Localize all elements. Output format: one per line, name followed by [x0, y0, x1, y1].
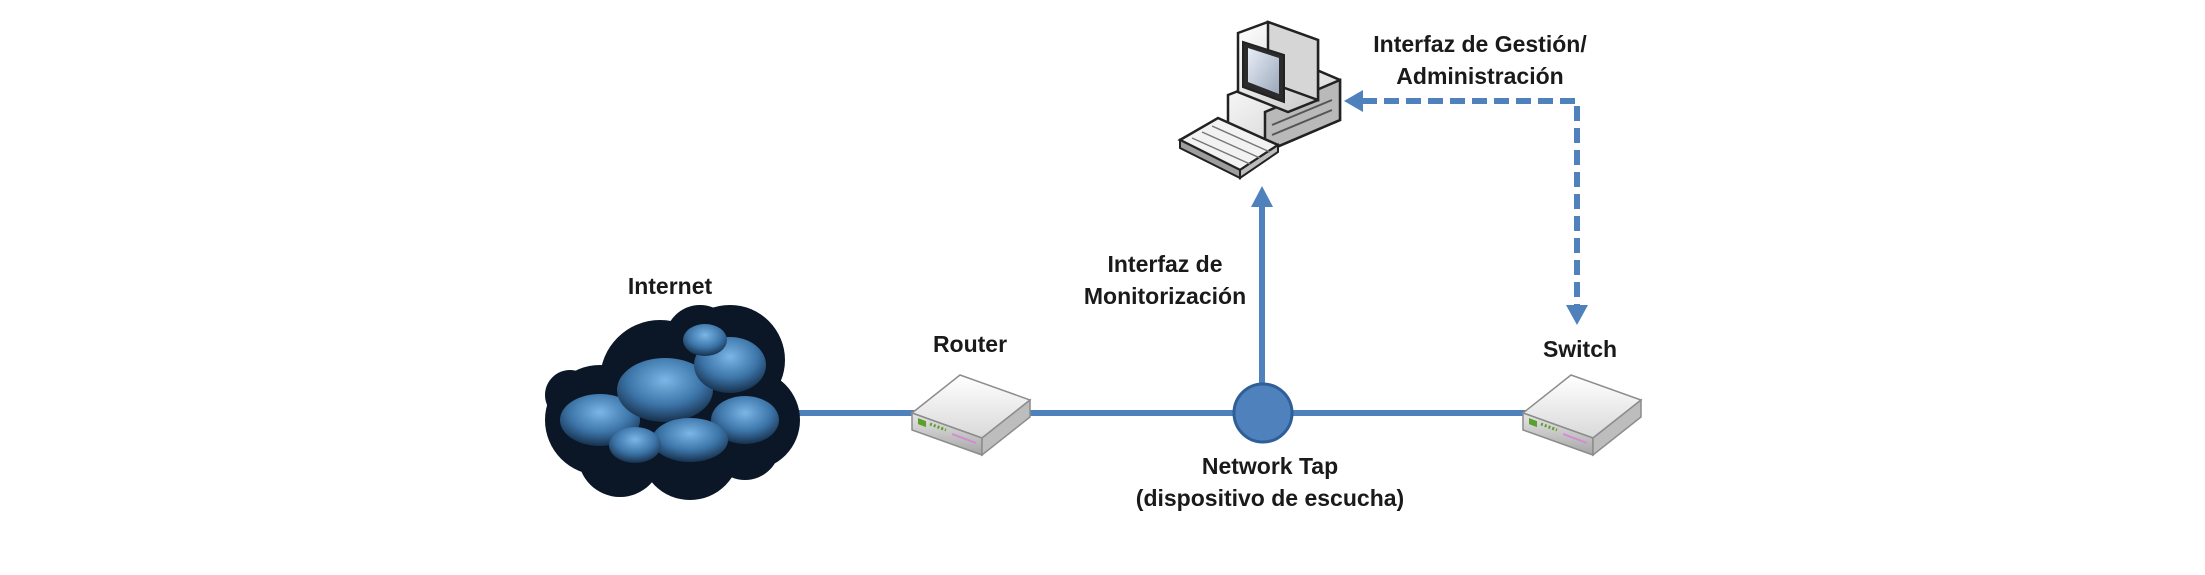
tap-label-line2: (dispositivo de escucha) — [1135, 485, 1405, 511]
link-management-interface — [1362, 98, 1580, 305]
monitor-interface-line2: Monitorización — [1083, 283, 1247, 309]
management-interface-line1: Interfaz de Gestión/ — [1373, 31, 1587, 57]
router-label: Router — [880, 328, 1060, 360]
switch-label: Switch — [1490, 333, 1670, 365]
switch-label-text: Switch — [1542, 336, 1618, 362]
monitor-arrowhead — [1251, 186, 1273, 207]
internet-label: Internet — [560, 270, 780, 302]
router-icon — [910, 374, 1032, 457]
links — [795, 90, 1588, 416]
computer-icon — [1177, 20, 1342, 180]
tap-label: Network Tap (dispositivo de escucha) — [1110, 450, 1430, 514]
management-arrowhead-switch — [1566, 305, 1588, 325]
tap-node-icon — [1232, 382, 1294, 444]
management-interface-label: Interfaz de Gestión/ Administración — [1335, 28, 1625, 92]
switch-icon — [1521, 374, 1643, 457]
management-arrowhead-computer — [1344, 90, 1363, 112]
cloud-icon — [545, 305, 800, 500]
monitor-interface-line1: Interfaz de — [1107, 251, 1223, 277]
router-label-text: Router — [932, 331, 1008, 357]
tap-label-line1: Network Tap — [1201, 453, 1339, 479]
monitor-interface-label: Interfaz de Monitorización — [1065, 248, 1265, 312]
management-interface-line2: Administración — [1396, 63, 1564, 89]
internet-label-text: Internet — [627, 273, 713, 299]
